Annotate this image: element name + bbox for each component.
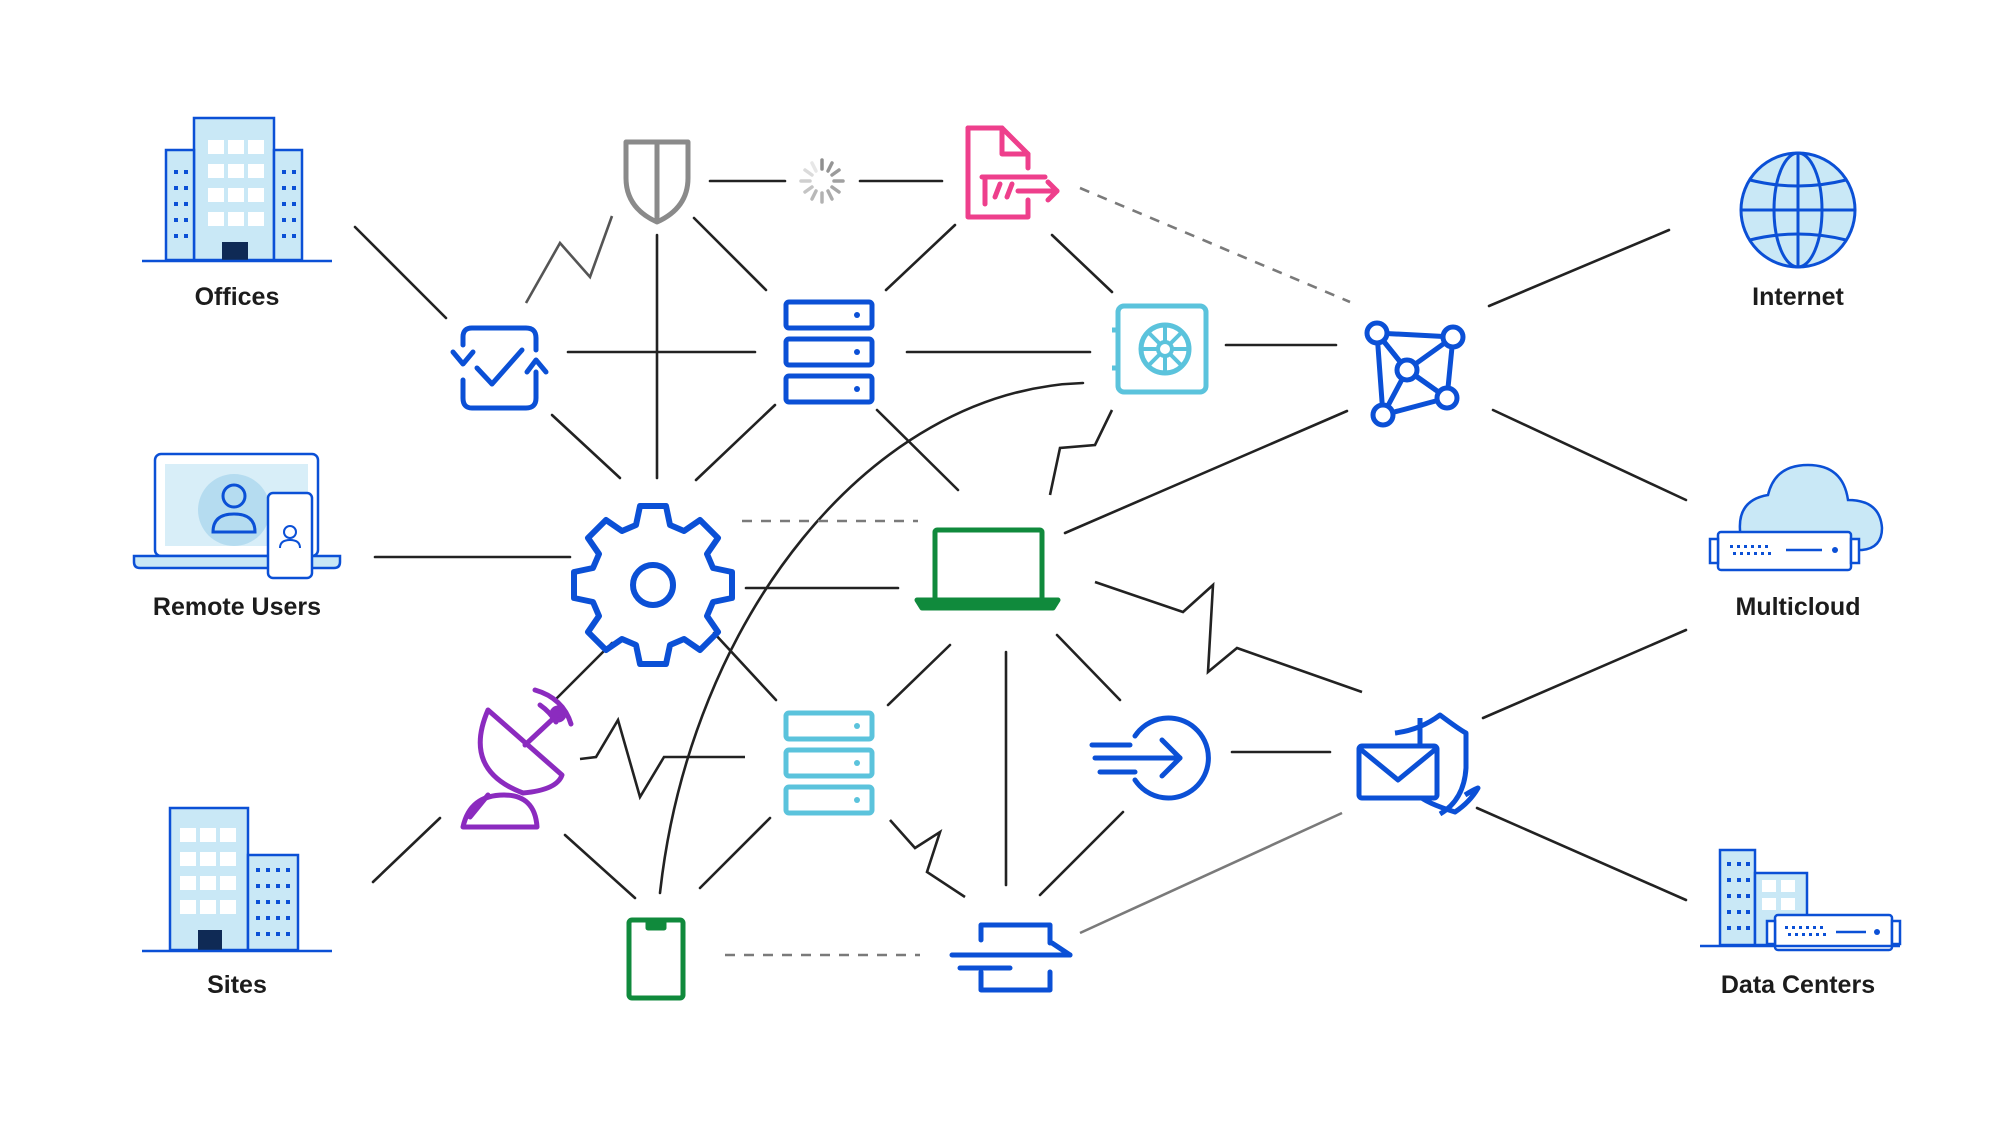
internet-globe-icon <box>1739 151 1857 269</box>
gear-icon <box>571 503 735 667</box>
sign-in-icon <box>1089 715 1211 801</box>
data-centers-label: Data Centers <box>1721 971 1875 999</box>
internet-label: Internet <box>1752 283 1844 311</box>
laptop-icon <box>914 527 1061 611</box>
offices-building-icon <box>142 116 332 263</box>
loading-spinner-icon <box>799 158 845 204</box>
fast-transfer-icon <box>949 922 1073 993</box>
shield-icon <box>623 139 691 225</box>
remote-users-laptop-icon <box>132 452 342 580</box>
file-transfer-icon <box>965 125 1060 220</box>
sites-label: Sites <box>207 971 267 999</box>
connections <box>353 179 1688 957</box>
multicloud-icon <box>1708 463 1884 572</box>
remote-users-label: Remote Users <box>153 593 321 621</box>
data-centers-icon <box>1700 848 1902 952</box>
network-mesh-icon <box>1364 320 1466 428</box>
multicloud-label: Multicloud <box>1736 593 1861 621</box>
check-sync-icon <box>450 325 549 411</box>
sites-building-icon <box>142 806 332 953</box>
server-light-icon <box>783 710 875 816</box>
satellite-dish-icon <box>460 687 574 830</box>
mobile-phone-icon <box>626 917 686 1001</box>
offices-label: Offices <box>195 283 280 311</box>
vault-icon <box>1112 303 1209 395</box>
mail-shield-icon <box>1356 712 1481 817</box>
server-icon <box>783 299 875 405</box>
